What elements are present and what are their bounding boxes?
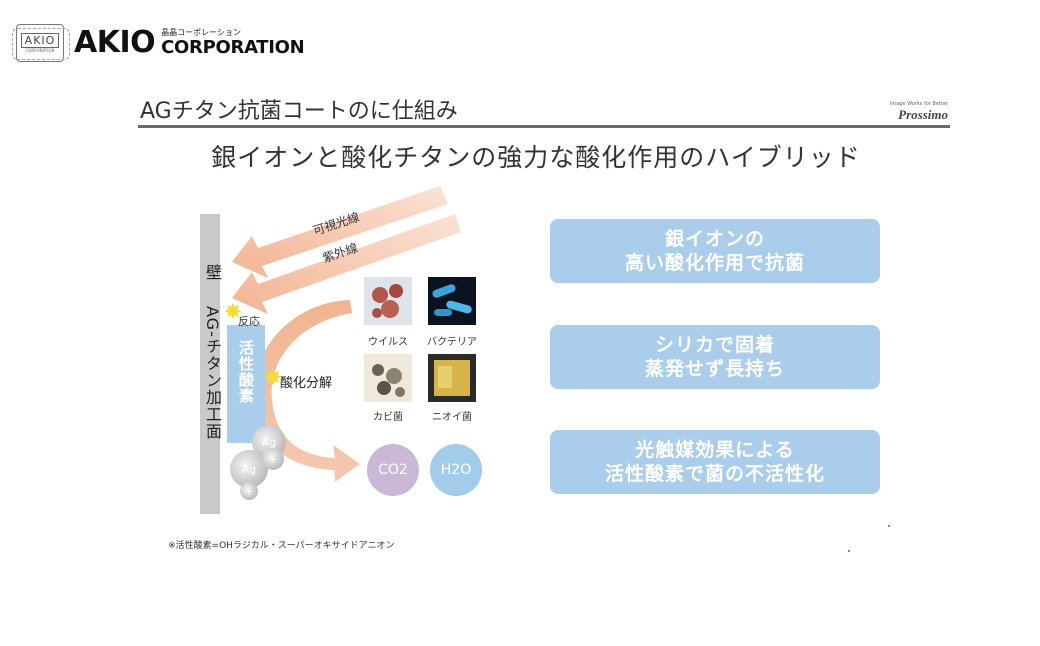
feature-1-line-1: 銀イオンの (664, 228, 765, 250)
slide-subtitle: 銀イオンと酸化チタンの強力な酸化作用のハイブリッド (211, 143, 861, 172)
company-logo: AKIO CORPORATION AKIO 晶晶コーポレーション CORPORA… (12, 22, 305, 64)
feature-box-silica: シリカで固着 蒸発せず長持ち (550, 325, 880, 389)
germ-label-mold: カビ菌 (373, 412, 403, 423)
ion-charge-1: + (262, 448, 284, 470)
footnote: ※活性酸素=OHラジカル・スーパーオキサイドアニオン (168, 541, 395, 551)
ag-ion-2: Ag (230, 450, 268, 488)
ion-charge-2: + (240, 482, 258, 500)
odor-image (428, 354, 476, 402)
brand-kana: 晶晶コーポレーション (161, 28, 241, 37)
co2-label: CO2 (378, 462, 408, 478)
feature-3-line-2: 活性酸素で菌の不活性化 (604, 463, 825, 485)
visible-light-arrow (232, 186, 448, 278)
reaction-label: 反応 (238, 315, 260, 328)
feature-2-line-1: シリカで固着 (654, 334, 775, 356)
title-divider (138, 125, 950, 128)
decomposition-label: 酸化分解 (280, 376, 333, 391)
germ-label-odor: ニオイ菌 (432, 412, 472, 423)
feature-1-line-2: 高い酸化作用で抗菌 (624, 252, 805, 274)
ag-ion-2-label: Ag (241, 462, 257, 476)
wall-bar (200, 214, 220, 514)
active-oxygen-bar (227, 325, 265, 443)
decomposition-burst-icon: ✸ (263, 366, 283, 391)
mold-image (364, 354, 412, 402)
slide-title: AGチタン抗菌コートのに仕組み (140, 99, 458, 124)
stamp-logo: AKIO CORPORATION (12, 24, 70, 62)
brand-wordmark: AKIO 晶晶コーポレーション CORPORATION (74, 25, 305, 60)
ion-charge-1-label: + (268, 452, 278, 466)
brand-corporation: CORPORATION (161, 37, 305, 58)
h2o-bubble: H2O (430, 444, 482, 496)
germ-label-virus: ウイルス (368, 337, 408, 348)
virus-image (364, 277, 412, 325)
wall-label: 壁 (203, 264, 222, 280)
feature-box-silver-ion: 銀イオンの 高い酸化作用で抗菌 (550, 219, 880, 283)
feature-3-line-1: 光触媒効果による (635, 439, 795, 461)
prossimo-logo: Image Works for Better Prossimo (890, 101, 948, 122)
surface-label: AG-チタン加工面 (203, 306, 222, 440)
reaction-burst-icon: ✸ (223, 300, 243, 325)
feature-box-photocatalyst: 光触媒効果による 活性酸素で菌の不活性化 (550, 430, 880, 494)
brand-main: AKIO (74, 25, 156, 60)
germ-label-bacteria: バクテリア (427, 337, 477, 348)
ion-charge-2-label: + (244, 484, 254, 498)
uv-light-arrow (232, 214, 461, 314)
prossimo-name: Prossimo (898, 107, 948, 122)
bacteria-image (428, 277, 476, 325)
feature-2-line-2: 蒸発せず長持ち (644, 358, 785, 380)
co2-bubble: CO2 (367, 444, 419, 496)
scan-speck (848, 550, 850, 552)
ag-ion-1-label: Ag (261, 435, 277, 449)
prossimo-tagline: Image Works for Better (889, 101, 948, 107)
active-oxygen-label: 活性酸素 (237, 340, 255, 404)
scan-speck (888, 525, 890, 527)
h2o-label: H2O (440, 462, 472, 478)
